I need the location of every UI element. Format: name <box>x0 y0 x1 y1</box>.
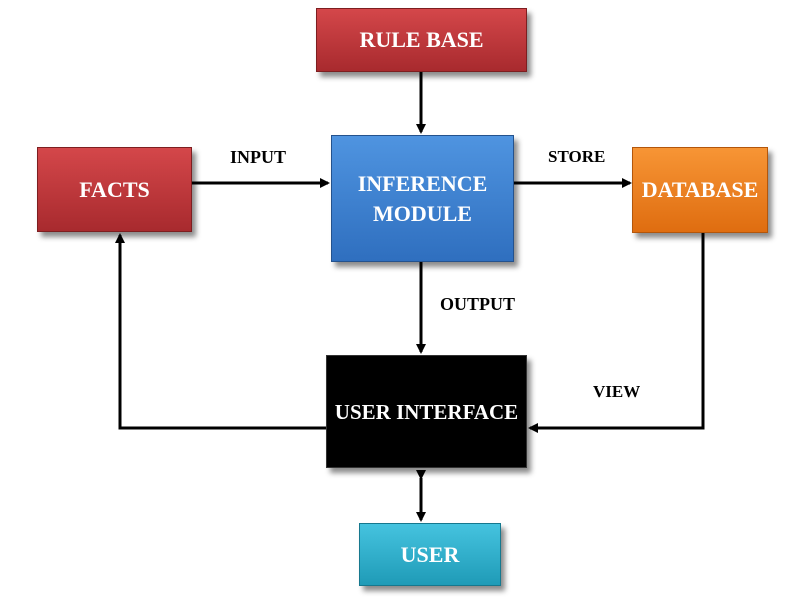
user-interface-box: USER INTERFACE <box>326 355 527 468</box>
output-edge-label: OUTPUT <box>440 294 516 314</box>
database-label: DATABASE <box>641 177 759 202</box>
arrow-database-to-user-interface <box>528 233 705 433</box>
arrow-user-interface-to-facts <box>115 233 327 430</box>
facts-label: FACTS <box>79 176 150 202</box>
input-edge-label: INPUT <box>230 147 287 167</box>
database-box: DATABASE <box>632 147 768 233</box>
user-interface-label: USER INTERFACE <box>334 399 519 424</box>
rule-base-box: RULE BASE <box>316 8 527 72</box>
view-edge-label: VIEW <box>593 382 641 401</box>
inference-module-label: INFERENCE MODULE <box>357 170 488 226</box>
inference-module-box: INFERENCE MODULE <box>331 135 514 262</box>
user-box: USER <box>359 523 501 586</box>
facts-box: FACTS <box>37 147 192 232</box>
rule-base-label: RULE BASE <box>359 27 484 52</box>
store-edge-label: STORE <box>548 147 606 166</box>
user-label: USER <box>400 541 460 567</box>
